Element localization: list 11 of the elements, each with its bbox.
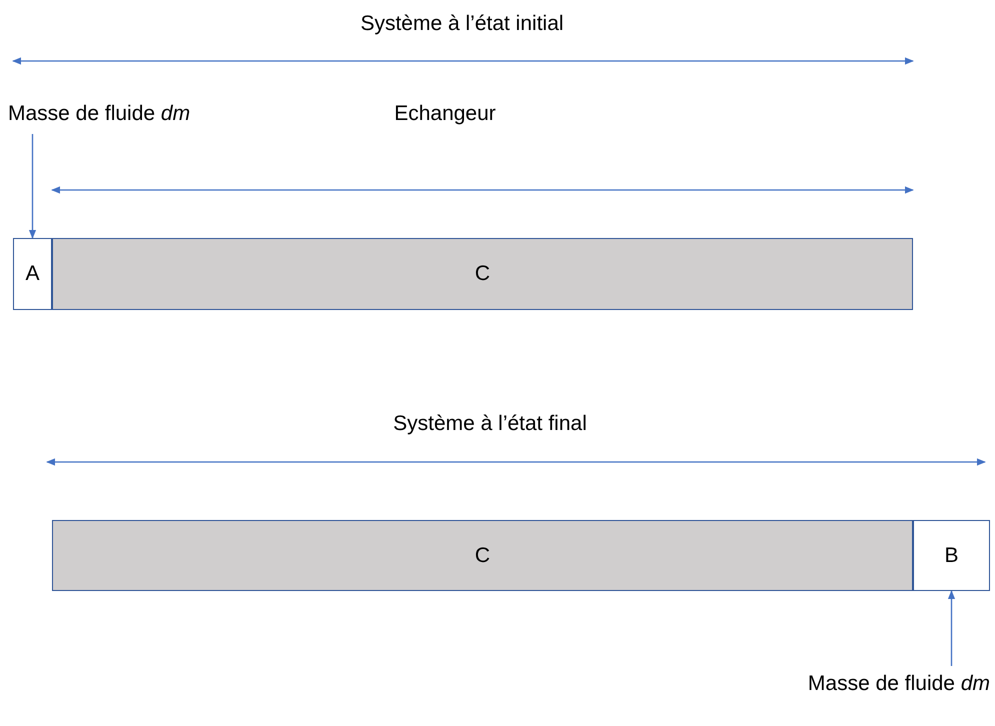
box: A (13, 238, 52, 310)
dimension-label: Système à l’état initial (360, 11, 564, 37)
box: B (913, 520, 990, 591)
fluid-mass-label: Masse de fluide dm (8, 98, 248, 130)
fluid-mass-label: Masse de fluide dm (755, 668, 990, 700)
dimension-label: Système à l’état final (393, 411, 587, 437)
box: C (52, 238, 913, 310)
dimension-label: Echangeur (394, 101, 496, 127)
arrow (28, 134, 36, 239)
box: C (52, 520, 913, 591)
arrow (948, 590, 956, 666)
